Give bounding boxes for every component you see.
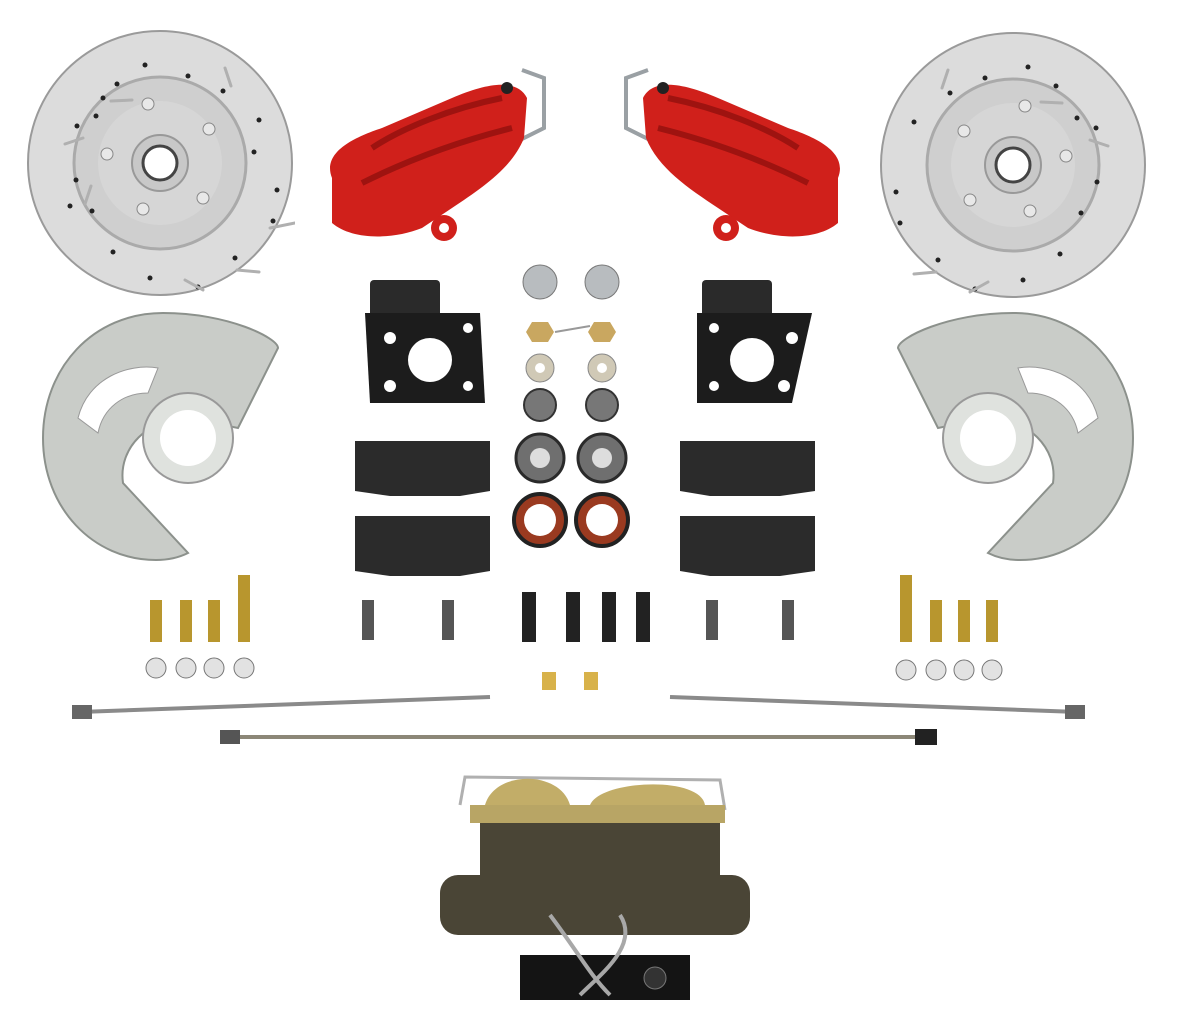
left-bracket bbox=[350, 278, 490, 410]
brake-lines bbox=[70, 685, 1090, 755]
right-caliper bbox=[618, 58, 858, 248]
right-dust-shield bbox=[888, 308, 1138, 563]
right-rotor bbox=[878, 30, 1148, 300]
master-cylinder bbox=[440, 765, 760, 1010]
brake-pads bbox=[350, 436, 820, 581]
right-bracket bbox=[692, 278, 832, 410]
bearings-seals bbox=[510, 260, 670, 550]
hardware bbox=[140, 570, 1060, 700]
left-caliper bbox=[312, 58, 552, 248]
left-dust-shield bbox=[38, 308, 288, 563]
left-rotor bbox=[25, 28, 295, 298]
